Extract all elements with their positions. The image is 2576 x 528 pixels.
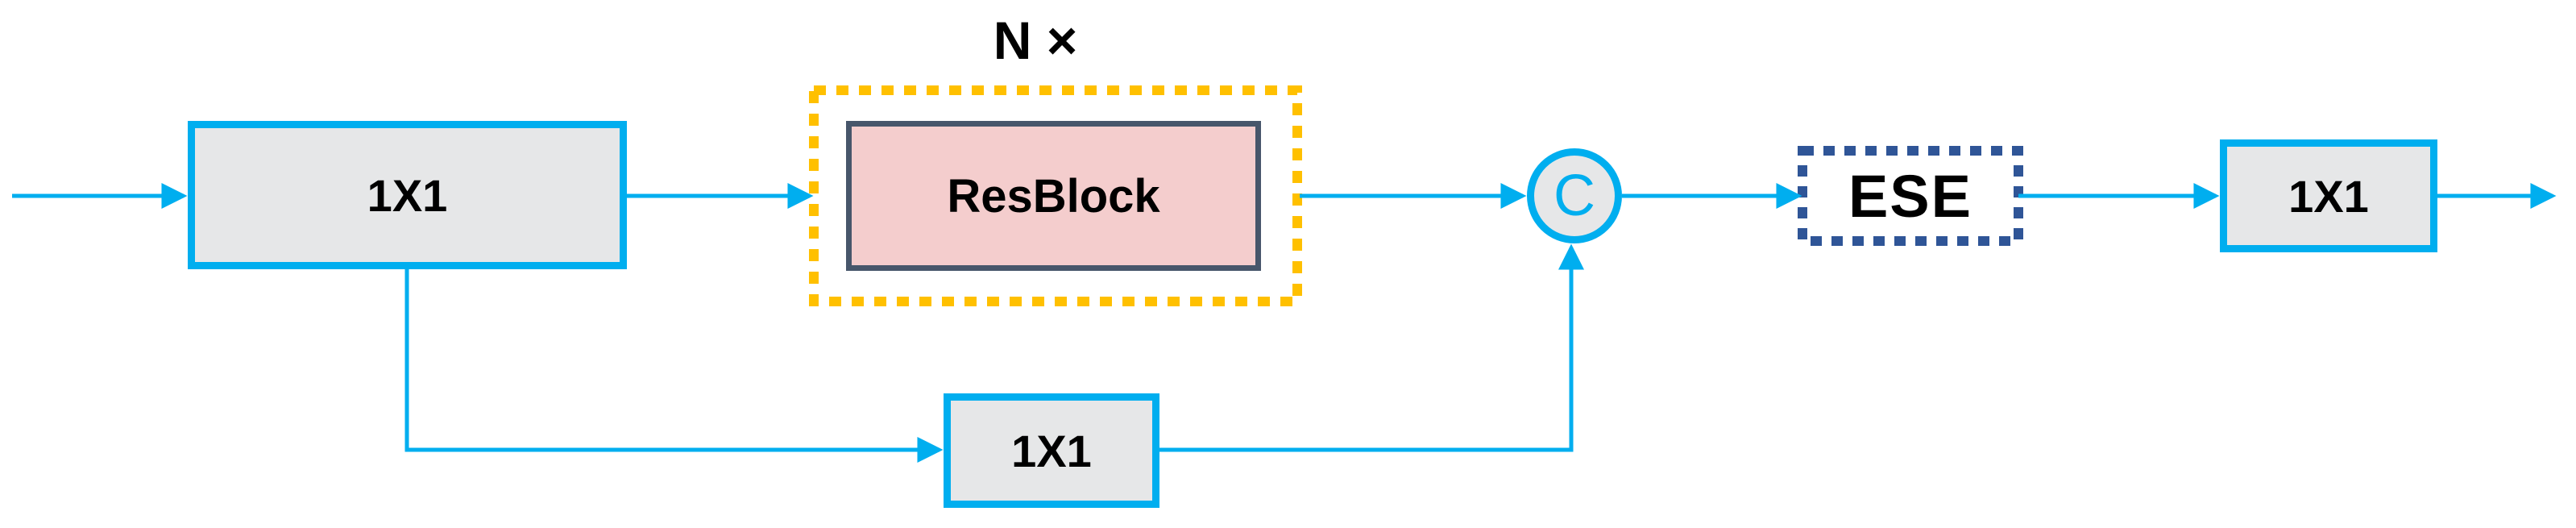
node-concat-circle: C [1527, 148, 1622, 243]
node-conv-in: 1X1 [188, 121, 627, 269]
node-conv-out-label: 1X1 [2288, 170, 2369, 222]
node-conv-in-label: 1X1 [367, 169, 448, 221]
node-ese: ESE [1802, 151, 2018, 241]
node-concat-label: C [1553, 164, 1595, 228]
repeat-container-border [809, 85, 1302, 306]
node-resblock: ResBlock [846, 121, 1261, 271]
node-conv-shortcut-label: 1X1 [1011, 425, 1092, 476]
node-conv-shortcut: 1X1 [944, 393, 1159, 508]
repeat-count-text: N × [993, 10, 1078, 70]
repeat-count-label: N × [915, 10, 1156, 71]
edge-conv-in-to-shortcut [404, 269, 944, 464]
node-ese-label: ESE [1848, 162, 1973, 230]
node-resblock-label: ResBlock [947, 169, 1160, 222]
edge-shortcut-to-concat [1159, 243, 1585, 452]
node-conv-out: 1X1 [2220, 139, 2437, 252]
